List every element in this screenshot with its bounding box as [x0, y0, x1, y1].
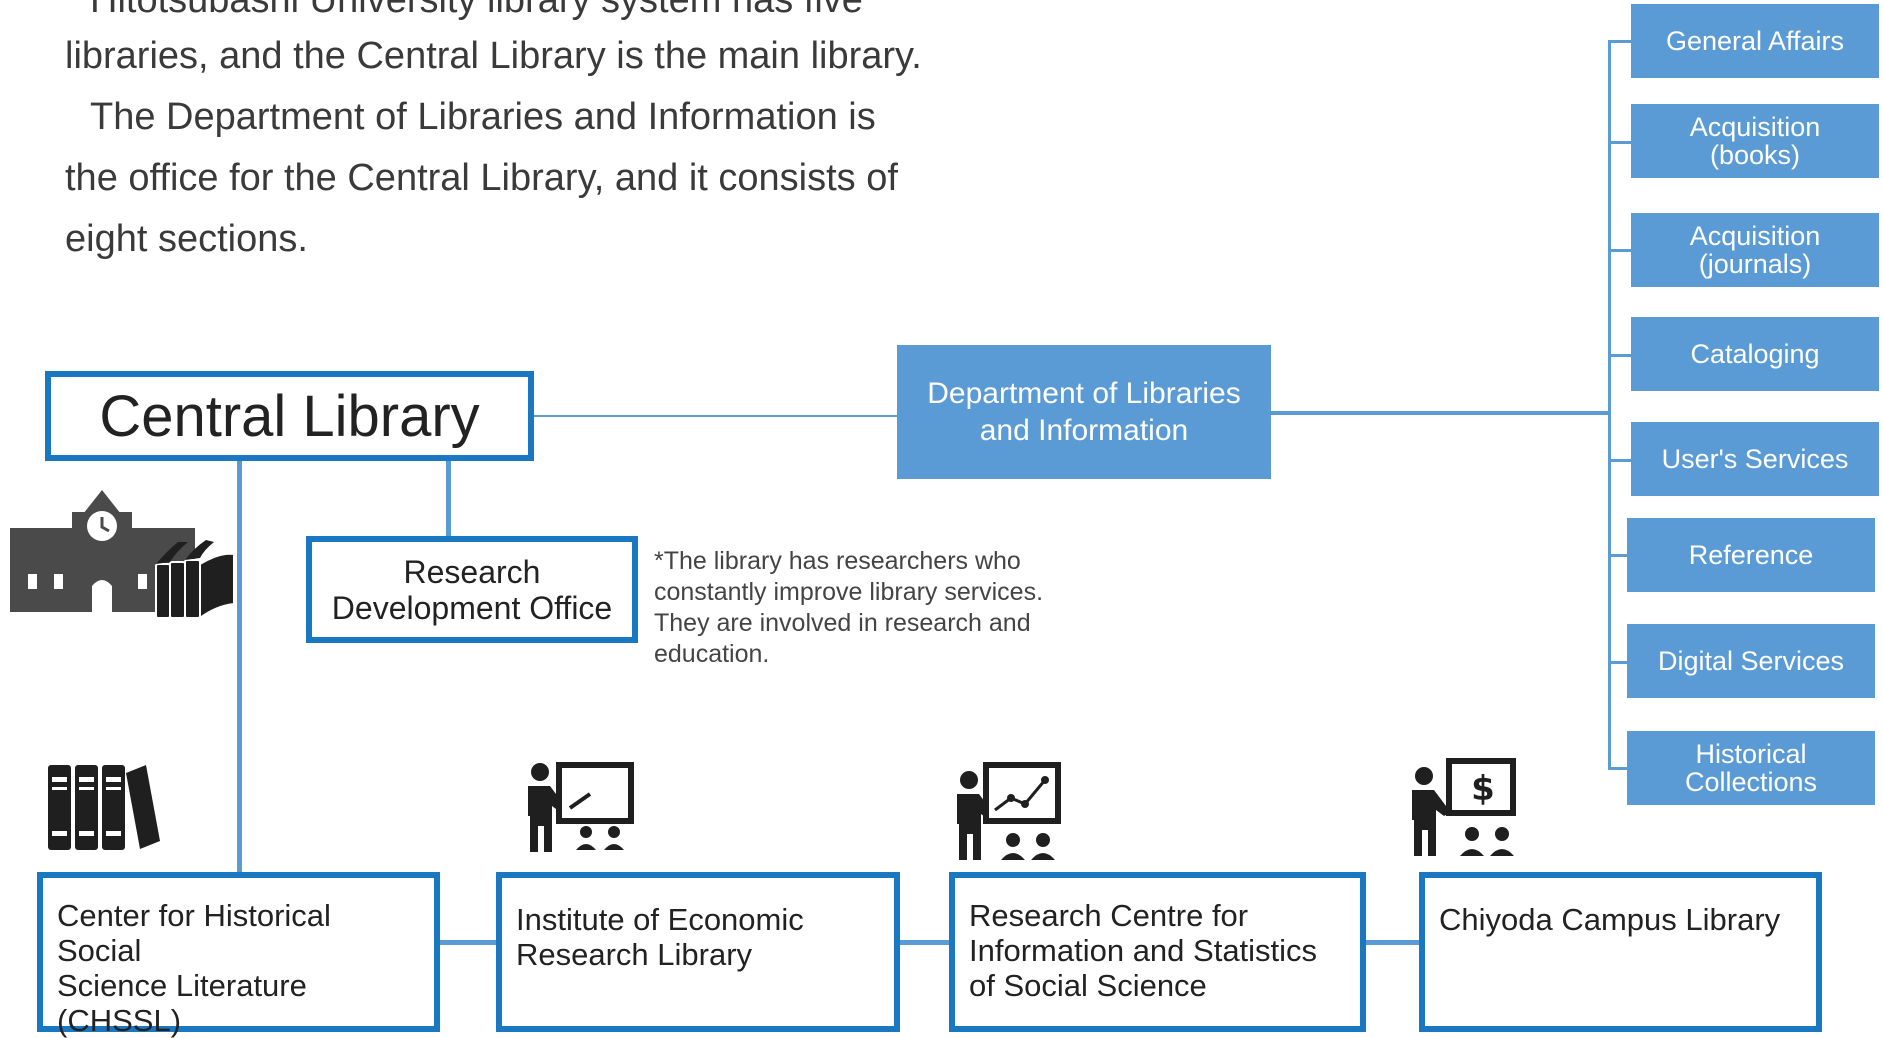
research-office-note: *The library has researchers who constan…	[654, 547, 1044, 668]
section-label-2: (journals)	[1698, 249, 1812, 279]
section-reference: Reference	[1627, 518, 1875, 592]
section-label: User's Services	[1661, 444, 1849, 474]
central-library-box: Central Library	[45, 371, 534, 461]
section-cataloging: Cataloging	[1631, 317, 1879, 391]
department-label-line1: Department of Libraries	[927, 377, 1241, 410]
section-label-2: (books)	[1709, 140, 1800, 170]
intro-line: libraries, and the Central Library is th…	[65, 35, 922, 77]
library-label: Research Centre for	[969, 898, 1249, 933]
section-label: Cataloging	[1690, 339, 1820, 369]
connector-branch	[1608, 767, 1627, 770]
connector-lib-2-3	[897, 940, 950, 945]
intro-line: eight sections.	[65, 218, 308, 260]
department-label-line2: and Information	[979, 414, 1189, 447]
connector-central-to-dept	[534, 415, 897, 417]
connector-lib-1-2	[437, 940, 497, 945]
library-label: Science Literature (CHSSL)	[57, 968, 307, 1038]
department-box: Department of Libraries and Information	[897, 345, 1271, 479]
section-general-affairs: General Affairs	[1631, 4, 1879, 78]
library-label: Center for Historical Social	[57, 898, 331, 968]
lecture-icon	[528, 762, 634, 852]
section-digital-services: Digital Services	[1627, 624, 1875, 698]
section-label: Reference	[1688, 540, 1814, 570]
section-label: General Affairs	[1665, 26, 1845, 56]
connector-central-to-chssl	[237, 461, 242, 872]
chart-presentation-icon	[957, 762, 1061, 860]
section-label: Acquisition	[1689, 221, 1821, 251]
section-label: Acquisition	[1689, 112, 1821, 142]
library-box-chssl: Center for Historical Social Science Lit…	[37, 872, 440, 1038]
library-label: Chiyoda Campus Library	[1439, 902, 1781, 937]
connector-dept-to-trunk	[1271, 411, 1611, 415]
section-label-2: Collections	[1684, 767, 1818, 797]
library-label: Information and Statistics	[969, 933, 1318, 968]
connector-central-to-rdo	[446, 461, 451, 536]
library-box-rciss: Research Centre for Information and Stat…	[949, 872, 1366, 1032]
connector-branch	[1608, 661, 1627, 664]
connector-branch	[1608, 554, 1627, 557]
intro-line: Hitotsubashi University library system h…	[90, 0, 863, 21]
library-box-chiyoda: Chiyoda Campus Library	[1419, 872, 1822, 1032]
connector-branch	[1608, 141, 1631, 144]
library-box-ier: Institute of Economic Research Library	[496, 872, 900, 1032]
library-label: Research Library	[516, 937, 753, 972]
books-icon	[48, 765, 160, 850]
section-users-services: User's Services	[1631, 422, 1879, 496]
connector-sections-trunk	[1608, 40, 1611, 770]
intro-line: The Department of Libraries and Informat…	[90, 96, 876, 138]
section-label: Digital Services	[1657, 646, 1845, 676]
section-acquisition-books: Acquisition(books)	[1631, 104, 1879, 178]
connector-branch	[1608, 40, 1631, 43]
finance-presentation-icon: $	[1412, 758, 1516, 856]
central-library-label: Central Library	[99, 383, 480, 449]
connector-branch	[1608, 459, 1631, 462]
connector-branch	[1608, 249, 1631, 252]
library-building-icon	[10, 490, 235, 620]
section-acquisition-journals: Acquisition(journals)	[1631, 213, 1879, 287]
section-label: Historical	[1695, 739, 1807, 769]
connector-branch	[1608, 354, 1631, 357]
research-office-label-line2: Development Office	[331, 589, 613, 626]
intro-line: the office for the Central Library, and …	[65, 157, 898, 199]
research-development-office-box: Research Development Office	[306, 536, 638, 643]
research-office-label-line1: Research	[403, 553, 541, 590]
library-label: Institute of Economic	[516, 902, 804, 937]
svg-text:$: $	[1471, 769, 1495, 809]
library-label: of Social Science	[969, 968, 1207, 1003]
connector-lib-3-4	[1364, 940, 1420, 945]
